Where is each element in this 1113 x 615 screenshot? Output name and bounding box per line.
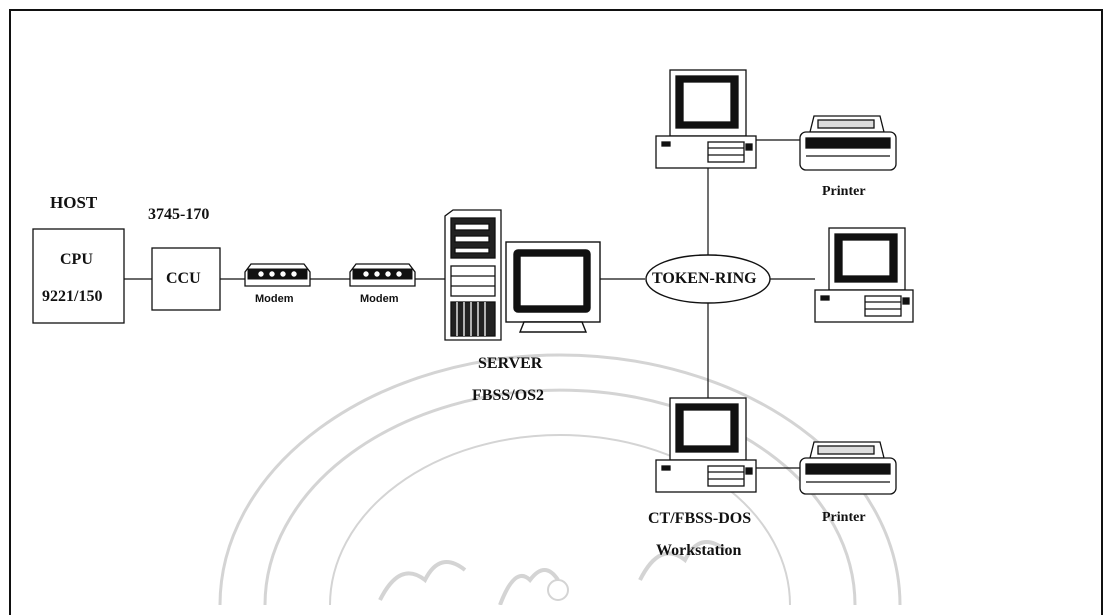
modem-right-label: Modem — [360, 293, 399, 305]
monitor-icon — [505, 241, 601, 333]
diagram-frame — [9, 9, 1103, 615]
printer-top-label: Printer — [822, 184, 866, 199]
printer-icon — [799, 441, 897, 495]
computer-icon — [655, 69, 757, 169]
server-os-label: FBSS/OS2 — [472, 387, 545, 404]
server-label: SERVER — [478, 355, 543, 372]
host-cpu-label: CPU — [60, 251, 93, 268]
workstation-os-label: CT/FBSS-DOS — [648, 510, 752, 527]
host-cpu-box — [32, 228, 125, 324]
modem-icon — [244, 263, 311, 287]
host-model-label: 9221/150 — [42, 288, 103, 305]
token-ring-label: TOKEN-RING — [652, 270, 757, 287]
university-seal-watermark — [218, 353, 902, 605]
computer-icon — [814, 227, 914, 323]
workstation-label: Workstation — [656, 542, 742, 559]
ccu-box — [151, 247, 221, 311]
token-ring-ellipse — [645, 254, 771, 304]
connection-lines — [124, 139, 815, 469]
ccu-model-label: 3745-170 — [148, 206, 210, 223]
ccu-label: CCU — [166, 270, 201, 287]
computer-icon — [655, 397, 757, 493]
host-label: HOST — [50, 193, 98, 212]
printer-bottom-label: Printer — [822, 510, 866, 525]
modem-left-label: Modem — [255, 293, 294, 305]
server-tower-icon — [444, 209, 502, 341]
printer-icon — [799, 115, 897, 171]
modem-icon — [349, 263, 416, 287]
